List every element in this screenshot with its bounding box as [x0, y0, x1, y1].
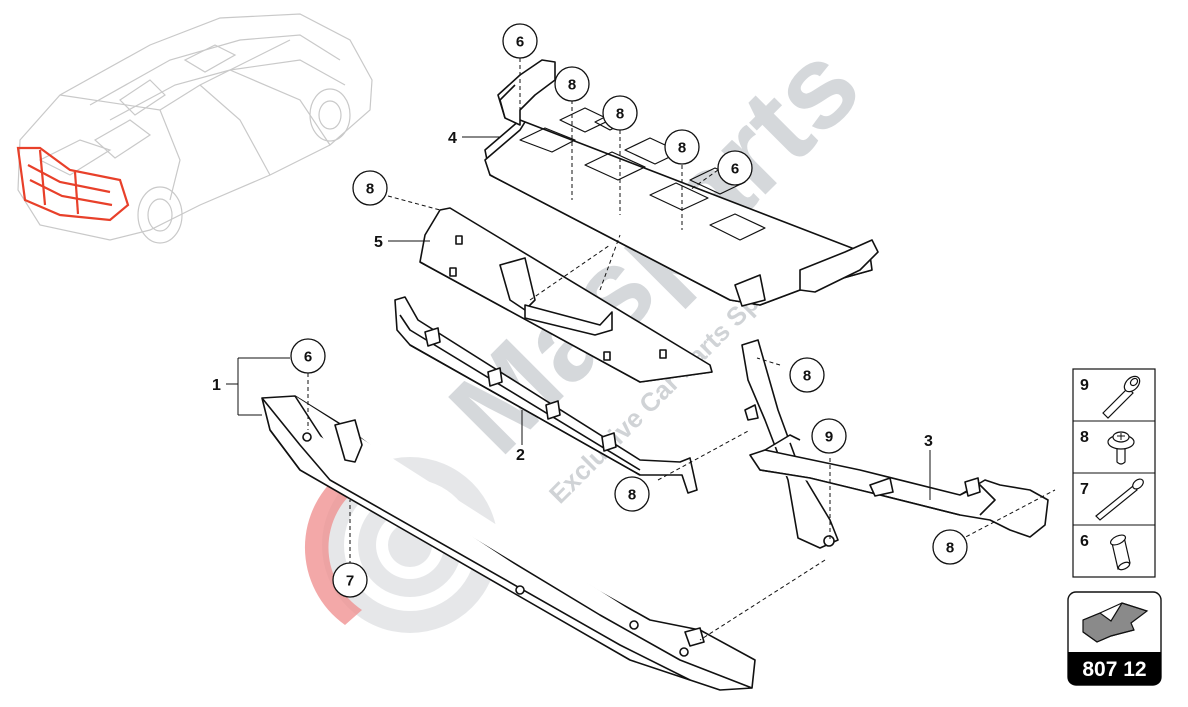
- svg-text:8: 8: [568, 77, 576, 94]
- leader-lines-dashed: [307, 58, 1056, 641]
- part-1-bumper-beam: [261, 395, 756, 691]
- callout-8-c: 8: [664, 129, 700, 165]
- label-part-5: 5: [374, 234, 383, 251]
- svg-text:8: 8: [946, 540, 954, 557]
- svg-text:6: 6: [1080, 533, 1089, 550]
- svg-text:6: 6: [731, 161, 739, 178]
- callout-8-side: 8: [789, 357, 825, 393]
- svg-text:6: 6: [304, 349, 312, 366]
- svg-text:8: 8: [616, 106, 624, 123]
- part-5-plate: [419, 207, 713, 383]
- label-part-3: 3: [924, 433, 933, 450]
- callout-8-a: 8: [554, 66, 590, 102]
- reference-code: 807 12: [1082, 658, 1146, 681]
- torx-screw-icon: [1107, 431, 1135, 465]
- svg-text:8: 8: [803, 368, 811, 385]
- svg-text:9: 9: [1080, 377, 1089, 394]
- svg-text:8: 8: [678, 140, 686, 157]
- legend-item-6: 6: [1080, 533, 1131, 571]
- legend-item-9: 9: [1080, 375, 1141, 419]
- label-part-4: 4: [448, 130, 457, 147]
- reference-box: 807 12: [1067, 591, 1162, 686]
- svg-text:8: 8: [628, 487, 636, 504]
- part-2-bracket: [394, 296, 698, 494]
- svg-text:7: 7: [1080, 481, 1089, 498]
- bolt-icon: [1102, 375, 1141, 419]
- arrow-icon: [1082, 602, 1149, 643]
- part-4-carrier: [484, 59, 879, 307]
- callout-8-bracket: 8: [614, 476, 650, 512]
- label-part-2: 2: [516, 447, 525, 464]
- callout-6-top: 6: [502, 23, 538, 59]
- car-highlighted-rear: [16, 146, 130, 222]
- callout-6-right: 6: [717, 150, 753, 186]
- callout-8-plate: 8: [352, 170, 388, 206]
- callout-9: 9: [811, 418, 847, 454]
- svg-text:9: 9: [825, 429, 833, 446]
- leader-lines-solid: [226, 136, 931, 500]
- svg-text:8: 8: [366, 181, 374, 198]
- svg-text:6: 6: [516, 34, 524, 51]
- legend-item-8: 8: [1080, 429, 1135, 465]
- long-bolt-icon: [1095, 478, 1144, 521]
- car-thumbnail: [17, 13, 373, 244]
- svg-text:8: 8: [1080, 429, 1089, 446]
- fastener-legend: 9 8 7 6: [1072, 368, 1156, 578]
- callout-8-b: 8: [602, 95, 638, 131]
- sleeve-nut-icon: [1109, 534, 1131, 571]
- callout-6-beam: 6: [290, 338, 326, 374]
- callout-7: 7: [332, 562, 368, 598]
- legend-item-7: 7: [1080, 478, 1144, 521]
- callout-8-bottom: 8: [932, 529, 968, 565]
- part-3-side-bracket: [741, 339, 1049, 549]
- svg-text:7: 7: [346, 573, 354, 590]
- label-part-1: 1: [212, 377, 221, 394]
